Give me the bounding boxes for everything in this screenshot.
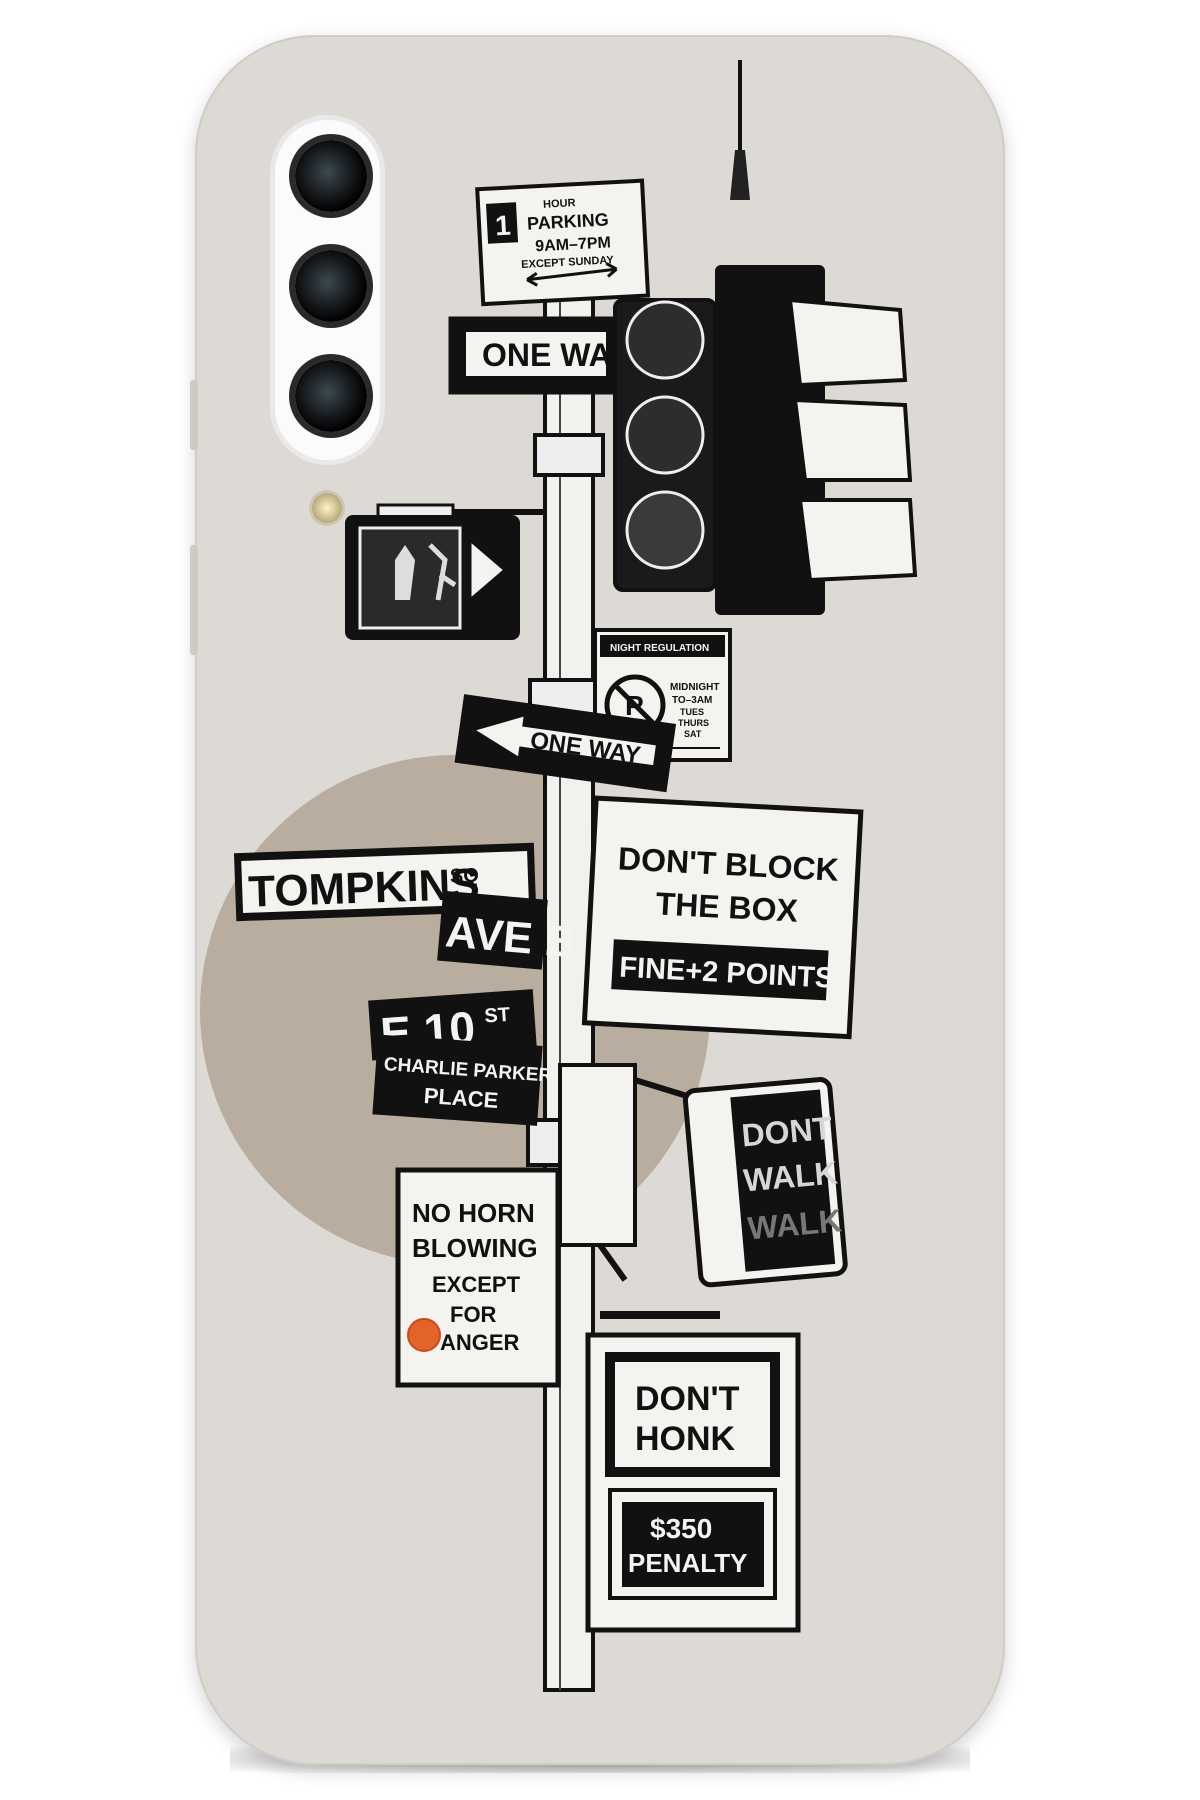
double-arrow-icon [526,262,618,287]
midnight-label: MIDNIGHT [670,682,719,693]
no-horn-text-3: EXCEPT [432,1272,521,1297]
dont-block-the-box-sign: DON'T BLOCK THE BOX FINE+2 POINTS [581,795,864,1040]
camera-module [270,115,385,465]
no-horn-text-2: BLOWING [412,1233,538,1263]
ave-b-sign: AVE B [437,890,579,970]
no-horn-blowing-sign: NO HORN BLOWING EXCEPT FOR ANGER [395,1167,561,1388]
midnight-days-3: SAT [684,729,702,739]
no-horn-text-1: NO HORN [412,1198,535,1228]
dont-walk-text-1: DONT [740,1110,834,1154]
hand-icon [395,545,415,600]
parking-hour-label: HOUR [543,197,576,211]
night-regulation-label: NIGHT REGULATION [610,643,709,654]
camera-lens-3 [295,360,367,432]
one-way-top-text: ONE WA [482,337,612,373]
signal-box-center [558,1063,701,1282]
camera-flash [312,493,342,523]
one-way-arrow-sign: ONE WAY [454,694,677,793]
side-button-upper [190,380,198,450]
parking-sign: 1 HOUR PARKING 9AM–7PM EXCEPT SUNDAY [475,178,651,307]
no-horn-text-5: ANGER [440,1330,520,1355]
e10-st-text: ST [484,1004,511,1028]
burger-logo-icon [407,1318,441,1352]
dont-walk-text-3: WALK [746,1202,843,1246]
signal-hanger [730,150,750,200]
charlie-parker-sign: CHARLIE PARKER PLACE [372,1034,553,1126]
camera-lens-2 [295,250,367,322]
dont-walk-text-2: WALK [742,1154,839,1198]
pedestrian-signal-left [345,503,545,640]
camera-lens-1 [295,140,367,212]
no-horn-text-4: FOR [450,1302,497,1327]
tompkins-text: TOMPKINS [247,860,480,917]
traffic-light-front [613,298,717,592]
dont-walk-signal: DONT WALK WALK [682,1077,848,1288]
parking-title: PARKING [527,209,610,233]
pole-collar-1 [533,433,605,477]
dont-honk-text-2: HONK [635,1420,736,1458]
penalty-text-2: PENALTY [628,1548,747,1578]
ave-b-text: AVE B [444,907,579,967]
parking-except: EXCEPT SUNDAY [521,254,615,271]
dont-honk-sign: DON'T HONK $350 PENALTY [585,1332,801,1633]
midnight-days-2: THURS [678,718,709,728]
midnight-days-1: TUES [680,707,704,717]
midnight-time: TO–3AM [672,695,712,706]
block-box-text-2: THE BOX [655,885,800,928]
walker-icon [428,543,457,601]
dont-honk-text-1: DON'T [635,1380,740,1418]
parking-hour-number: 1 [494,210,511,242]
charlie-parker-text-2: PLACE [423,1083,499,1113]
penalty-text-1: $350 [650,1513,712,1544]
traffic-light-side [715,265,918,615]
svg-text:P: P [625,690,644,721]
parking-time: 9AM–7PM [535,234,611,255]
one-way-sign-top: ONE WA [448,316,622,395]
tompkins-sq-text: SQ [450,865,480,888]
side-button-lower [190,545,198,655]
